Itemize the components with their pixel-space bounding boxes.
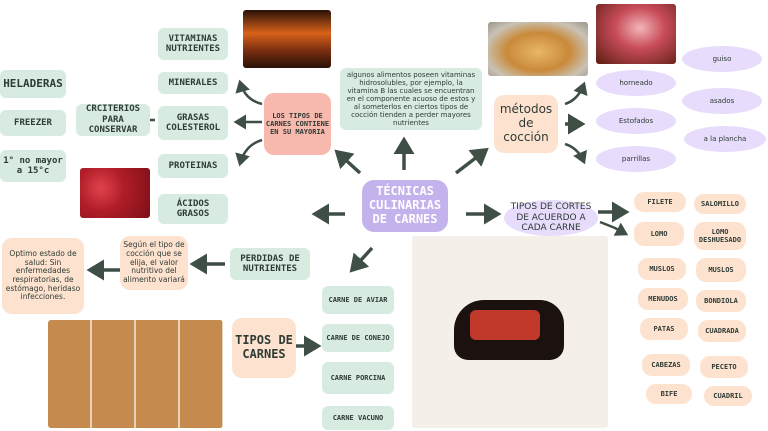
corte-salomillo[interactable]: SALOMILLO — [694, 194, 746, 214]
metodo-plancha[interactable]: a la plancha — [684, 126, 766, 152]
metodo-asados[interactable]: asados — [682, 88, 762, 114]
acidos-node[interactable]: ÁCIDOS GRASOS — [158, 194, 228, 224]
metodos-node[interactable]: métodos de cocción — [494, 95, 558, 153]
perdidas-text-node[interactable]: Según el tipo de cocción que se elija, e… — [120, 236, 188, 290]
meat-pot-image — [596, 4, 676, 64]
metodo-estofados[interactable]: Estofados — [596, 108, 676, 134]
corte-cuadrada[interactable]: CUADRADA — [698, 320, 746, 342]
cortes-node[interactable]: TIPOS DE CORTES DE ACUERDO A CADA CARNE — [504, 200, 598, 236]
carne-aviar-node[interactable]: CARNE DE AVIAR — [322, 286, 394, 314]
cut-sections-icon — [470, 310, 540, 340]
corte-bife[interactable]: BIFE — [646, 384, 692, 404]
corte-cuadril[interactable]: CUADRIL — [704, 386, 752, 406]
optimo-estado-node[interactable]: Optimo estado de salud: Sin enfermedades… — [2, 238, 84, 314]
ribs-image — [243, 10, 331, 68]
grasas-node[interactable]: GRASAS COLESTEROL — [158, 106, 228, 140]
corte-lomo-deshuesado[interactable]: LOMO DESHUESADO — [694, 222, 746, 250]
carne-conejo-node[interactable]: CARNE DE CONEJO — [322, 324, 394, 352]
corte-menudos[interactable]: MENUDOS — [638, 288, 688, 310]
vitamins-note-node[interactable]: algunos alimentos poseen vitaminas hidro… — [340, 68, 482, 130]
metodo-guiso[interactable]: guiso — [682, 46, 762, 72]
temperature-node[interactable]: 1° no mayor a 15°c — [0, 150, 66, 182]
carne-porcina-node[interactable]: CARNE PORCINA — [322, 362, 394, 394]
corte-muslos-2[interactable]: MUSLOS — [696, 258, 746, 282]
central-topic[interactable]: TÉCNICAS CULINARIAS DE CARNES — [362, 180, 448, 232]
proteinas-node[interactable]: PROTEINAS — [158, 154, 228, 178]
chicken-image — [488, 22, 588, 76]
tipos-carnes-node[interactable]: TIPOS DE CARNES — [232, 318, 296, 378]
metodo-parrillas[interactable]: parrillas — [596, 146, 676, 172]
beef-cuts-chart-image — [412, 236, 608, 428]
minerales-node[interactable]: MINERALES — [158, 72, 228, 94]
corte-patas[interactable]: PATAS — [640, 318, 688, 340]
corte-muslos-1[interactable]: MUSLOS — [638, 258, 686, 280]
corte-cabezas[interactable]: CABEZAS — [642, 354, 690, 376]
freezer-node[interactable]: FREEZER — [0, 110, 66, 136]
corte-filete[interactable]: FILETE — [634, 192, 686, 212]
corte-peceto[interactable]: PECETO — [700, 356, 748, 378]
conservar-node[interactable]: CRCITERIOS PARA CONSERVAR — [76, 104, 150, 136]
perdidas-node[interactable]: PERDIDAS DE NUTRIENTES — [230, 248, 310, 280]
carnes-contienen-node[interactable]: LOS TIPOS DE CARNES CONTIENE EN SU MAYOR… — [264, 93, 331, 155]
beef-cubes-image — [80, 168, 150, 218]
corte-lomo[interactable]: LOMO — [634, 222, 684, 246]
carne-vacuno-node[interactable]: CARNE VACUNO — [322, 406, 394, 430]
vitaminas-node[interactable]: VITAMINAS NUTRIENTES — [158, 28, 228, 60]
corte-bondiola[interactable]: BONDIOLA — [696, 290, 746, 312]
heladeras-node[interactable]: HELADERAS — [0, 70, 66, 98]
dishes-collage-image — [48, 320, 223, 428]
metodo-horneado[interactable]: horneado — [596, 70, 676, 96]
